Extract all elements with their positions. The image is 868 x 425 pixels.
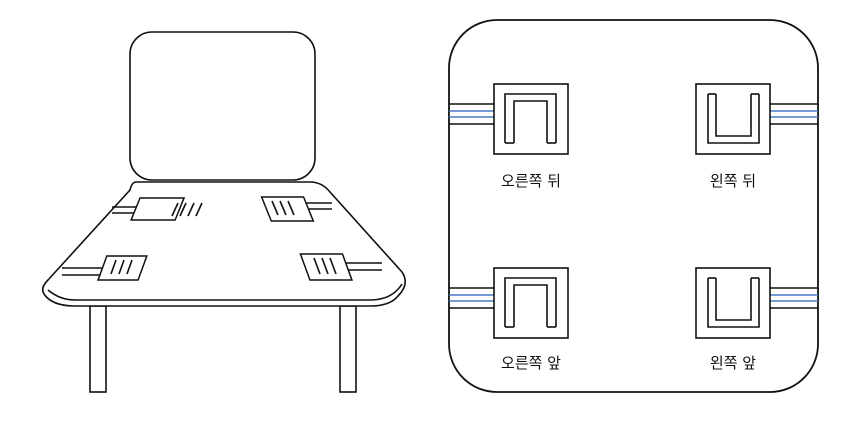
seat-sensor-right-front [493,267,569,339]
chair-sensor-back-left [112,197,203,221]
seat-view: 오른쪽 뒤 왼쪽 뒤 오른쪽 앞 왼쪽 앞 [448,19,819,393]
sensor-wires [449,103,818,309]
chair-sensor-back-right [260,196,332,222]
label-right-front: 오른쪽 앞 [501,354,561,372]
chair-backrest [129,31,316,181]
chair-seat-edge [47,283,403,301]
chair-view [41,31,406,393]
sensor-pad-icon [129,197,186,221]
chair-sensor-front-left [62,255,148,281]
sensor-pad-icon [260,196,315,222]
chair-seat [41,181,406,307]
label-left-back: 왼쪽 뒤 [710,172,756,190]
chair-leg-right [339,305,357,393]
seat-sensor-left-back [695,83,771,155]
label-left-front: 왼쪽 앞 [710,354,756,372]
chair-leg-left [89,305,107,393]
label-right-back: 오른쪽 뒤 [501,172,561,190]
sensor-pad-icon [96,255,148,281]
seat-sensor-left-front [695,267,771,339]
seat-sensor-right-back [493,83,569,155]
chair-sensor-front-right [299,253,382,281]
